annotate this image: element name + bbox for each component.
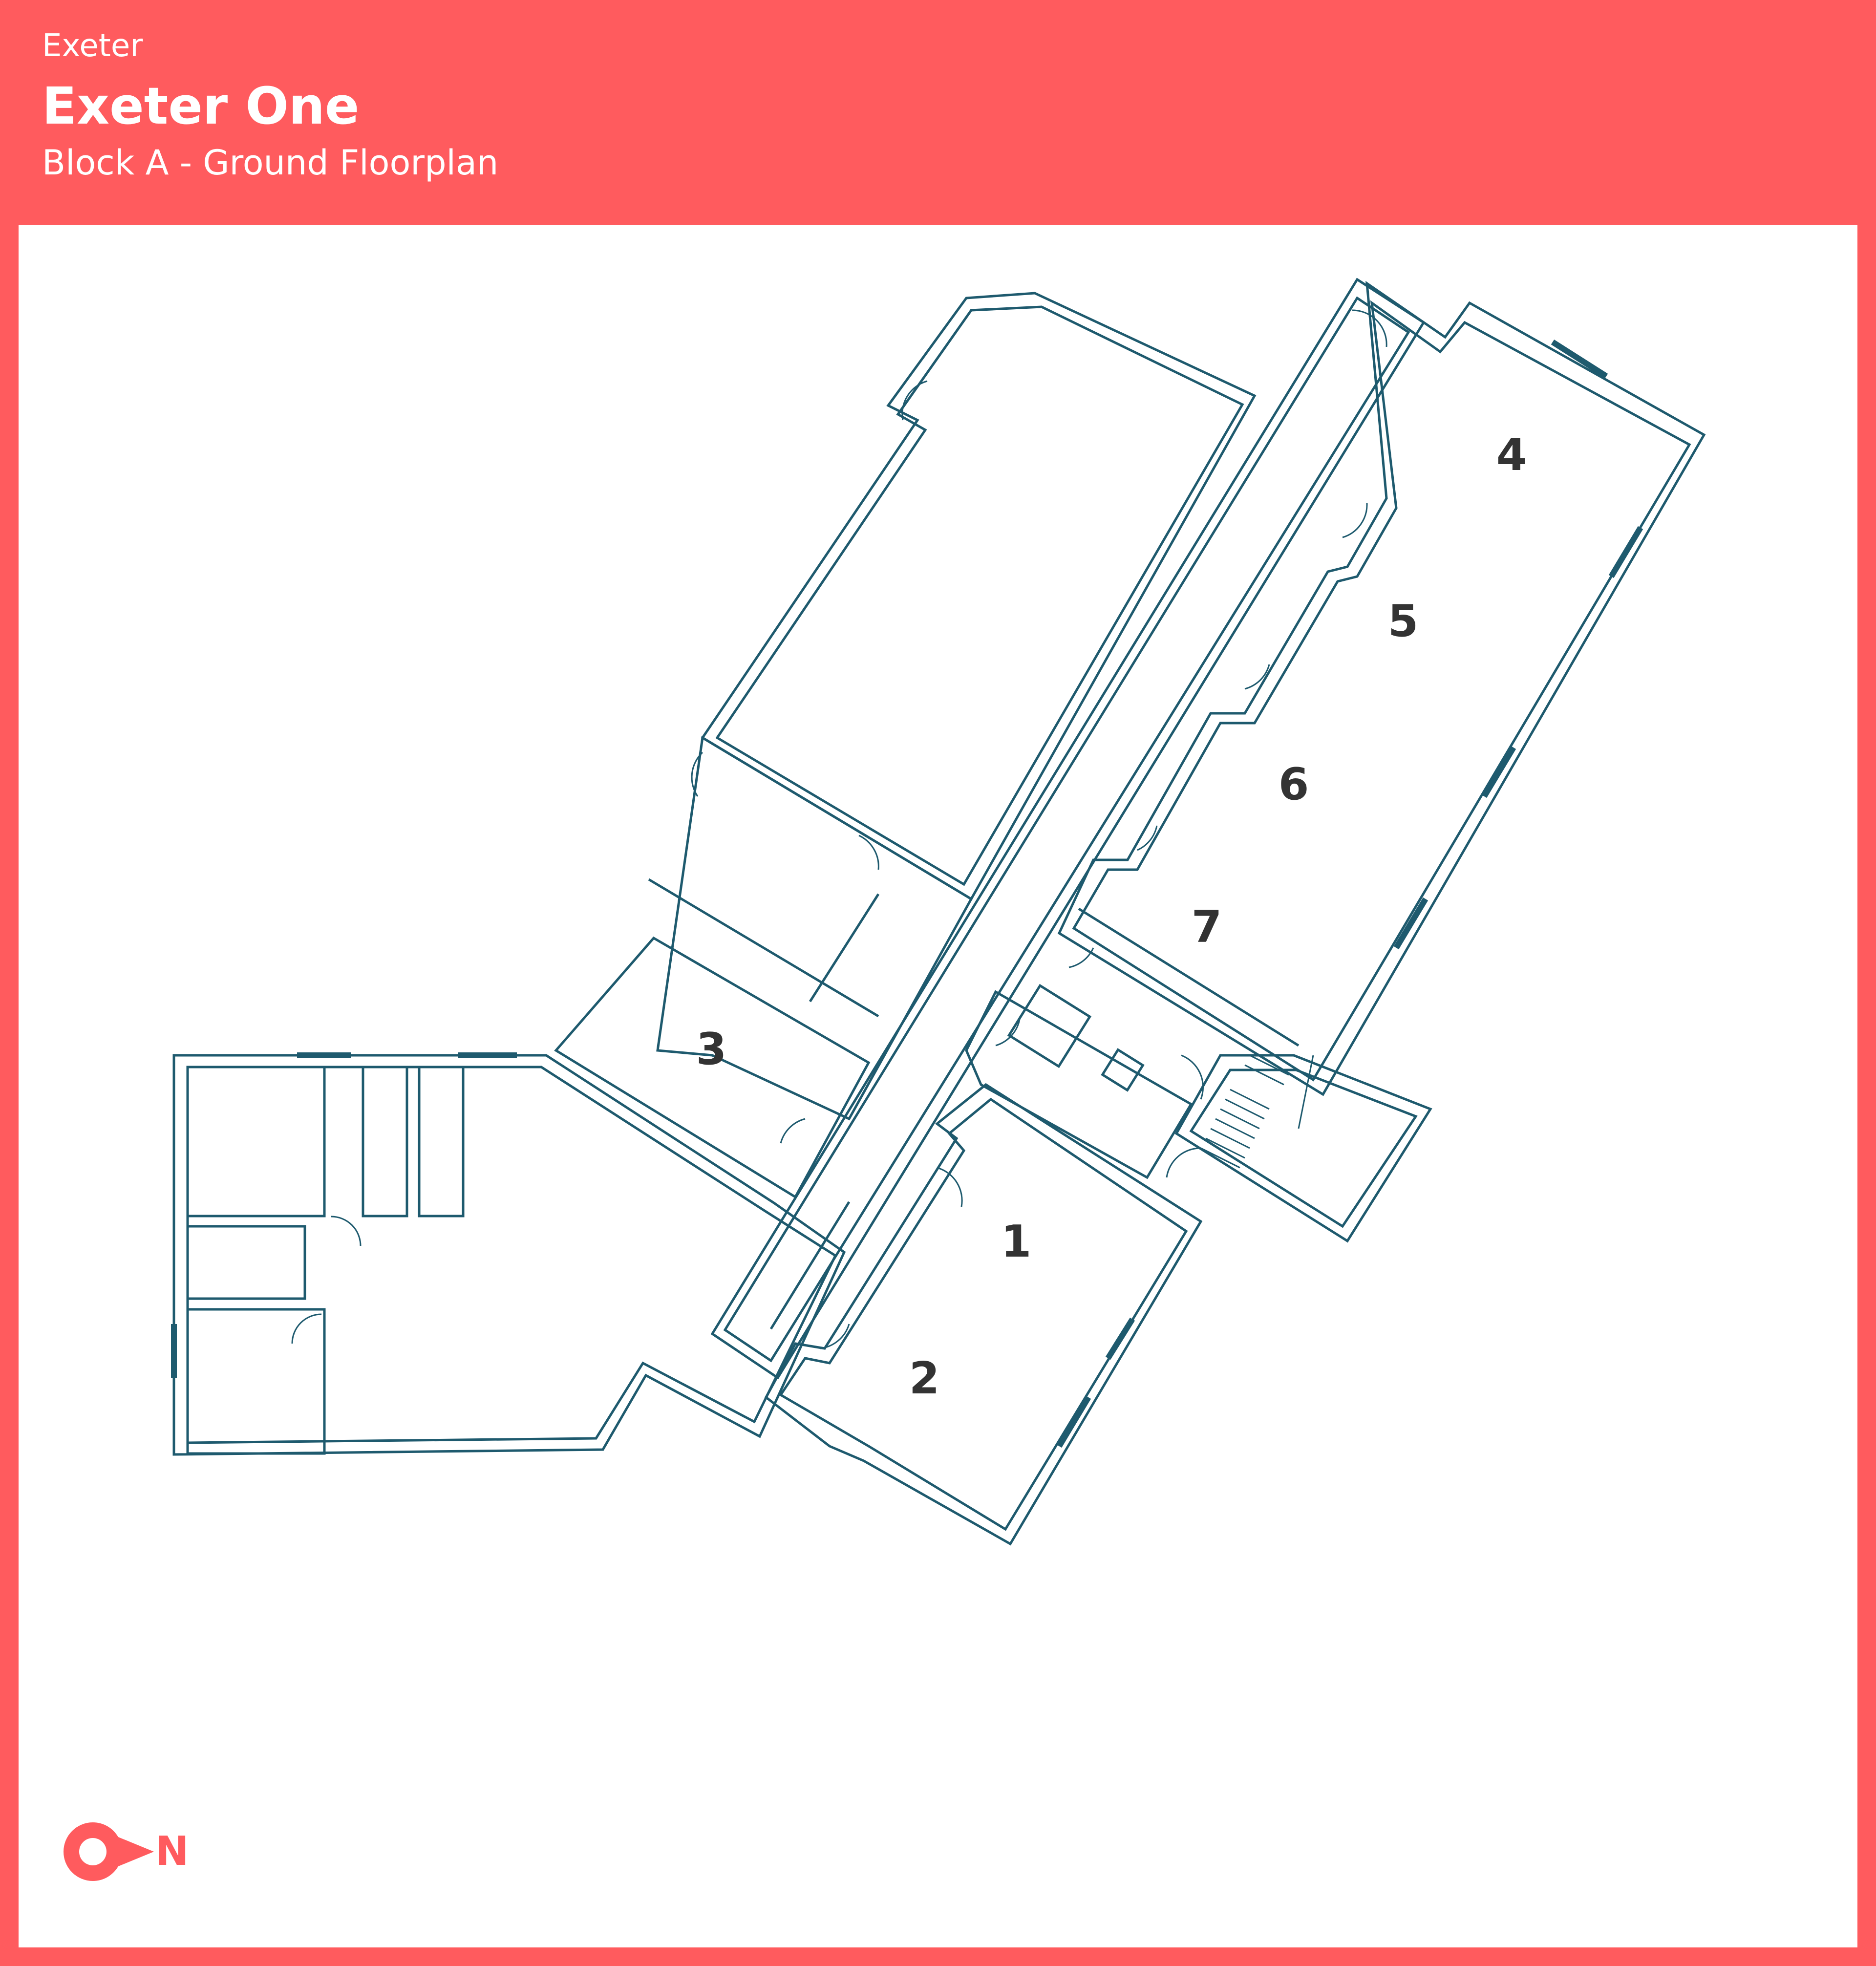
west-partition-2	[809, 893, 880, 1003]
room-3-outline	[554, 936, 871, 1199]
left-wing-inner-wall	[186, 1066, 837, 1444]
ne-window-3	[1481, 746, 1516, 798]
west-room-stack	[656, 735, 973, 1121]
room-label-4: 4	[1496, 429, 1527, 481]
left-cupboard-1	[362, 1066, 408, 1218]
wc-block	[965, 990, 1193, 1179]
left-room-b	[186, 1225, 306, 1300]
ne-partition-7	[1078, 907, 1300, 1047]
se-window-1	[1105, 1317, 1135, 1360]
north-arrow-icon	[64, 1822, 154, 1881]
left-cupboard-2	[418, 1066, 465, 1218]
stair-core-inner	[1189, 1068, 1418, 1228]
service-cupboard-1	[1007, 983, 1092, 1068]
corridor-spine-inner	[723, 296, 1410, 1363]
room-label-1: 1	[1001, 1216, 1032, 1267]
room-label-2: 2	[909, 1353, 940, 1404]
north-east-block-outer	[1057, 280, 1706, 1096]
ne-window-4	[1393, 897, 1428, 950]
building-title: Exeter One	[42, 76, 360, 136]
west-partition-1	[648, 878, 879, 1018]
floorplan-panel: 1 2 3 4 5 6 7 N	[19, 225, 1857, 1947]
stair-core-outer	[1174, 1054, 1432, 1243]
north-west-block-outer	[701, 292, 1257, 901]
room-label-3: 3	[696, 1024, 727, 1075]
service-cupboard-2	[1101, 1048, 1145, 1092]
se-partition	[769, 1201, 851, 1330]
stairs-treads	[1200, 1054, 1314, 1169]
left-room-c	[186, 1308, 326, 1455]
floorplan-drawing: 1 2 3 4 5 6 7	[171, 278, 1706, 1546]
ne-window-2	[1608, 526, 1643, 578]
city-name: Exeter	[42, 28, 143, 64]
room-label-7: 7	[1192, 901, 1222, 953]
south-east-block-inner	[779, 1097, 1188, 1531]
ne-window-1	[1551, 339, 1608, 379]
left-wing-outer-wall	[172, 1054, 846, 1456]
corridor-spine-outer	[710, 278, 1426, 1380]
room-label-5: 5	[1388, 596, 1419, 647]
room-label-6: 6	[1279, 759, 1309, 810]
north-east-block-inner	[1072, 300, 1691, 1082]
header-banner: Exeter Exeter One Block A - Ground Floor…	[0, 0, 1876, 225]
north-label: N	[155, 1828, 189, 1875]
left-room-a	[186, 1066, 326, 1218]
se-window-2	[1056, 1395, 1091, 1448]
north-west-block-inner	[715, 305, 1244, 886]
floorplan-subtitle: Block A - Ground Floorplan	[42, 143, 499, 183]
door-swings	[291, 309, 1387, 1349]
